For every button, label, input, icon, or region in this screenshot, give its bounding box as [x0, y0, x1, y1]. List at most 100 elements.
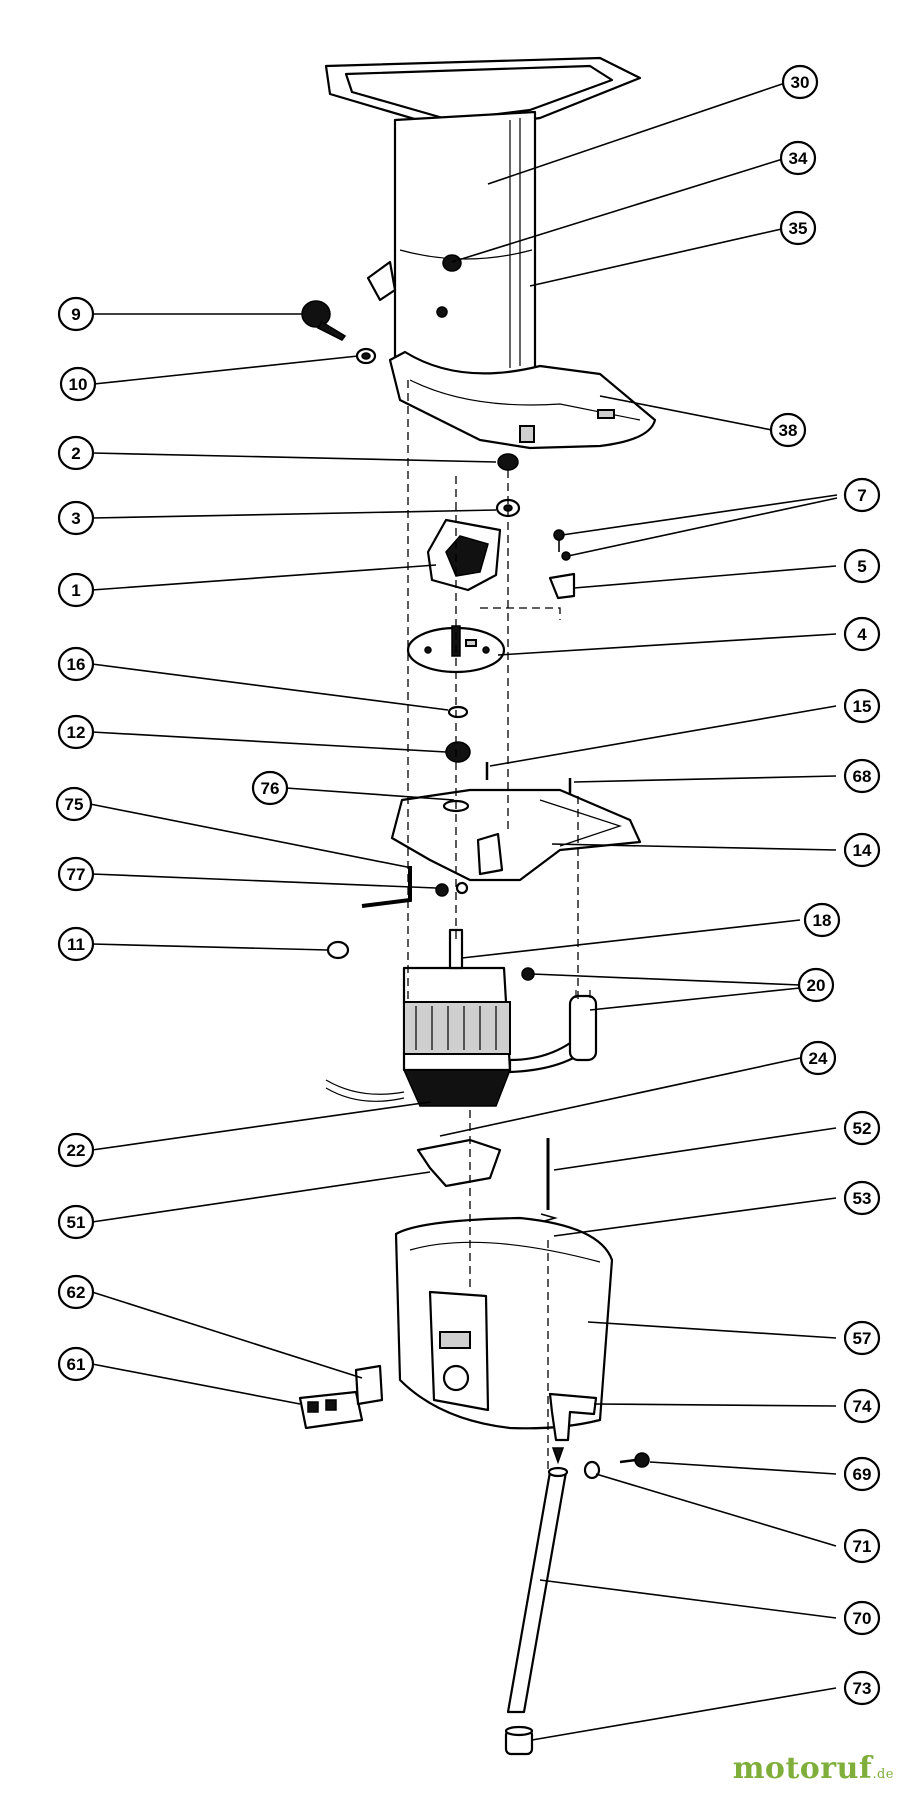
callout-circle [57, 1274, 95, 1310]
part-69-screw [619, 1452, 650, 1468]
part-77-bolt [435, 881, 469, 897]
callout-30: 30 [781, 64, 819, 100]
callout-label: 53 [853, 1189, 872, 1208]
callout-circle [843, 1456, 881, 1492]
watermark-brand: motoruf [732, 1751, 873, 1786]
callout-label: 52 [853, 1119, 872, 1138]
callout-circle [781, 64, 819, 100]
callout-circle [843, 616, 881, 652]
part-57-housing [394, 1216, 614, 1430]
callout-circle [57, 1346, 95, 1382]
callout-circle [779, 210, 817, 246]
callout-label: 2 [71, 444, 80, 463]
callout-label: 16 [67, 655, 86, 674]
callout-circle [843, 832, 881, 868]
callout-circle [843, 1388, 881, 1424]
callout-label: 18 [813, 911, 832, 930]
part-73-end-cap [504, 1725, 534, 1756]
part-10-bushing [355, 347, 377, 365]
callout-circle [57, 926, 95, 962]
callout-61: 61 [57, 1346, 95, 1382]
callout-9: 9 [57, 296, 95, 332]
callout-circle [57, 646, 95, 682]
callout-11: 11 [57, 926, 95, 962]
callout-label: 70 [853, 1609, 872, 1628]
callout-34: 34 [779, 140, 817, 176]
callout-38: 38 [769, 412, 807, 448]
part-9-knob [301, 300, 347, 341]
callout-label: 68 [853, 767, 872, 786]
callout-circle [57, 500, 95, 536]
callout-circle [57, 714, 95, 750]
part-5-bracket [548, 572, 576, 600]
callout-69: 69 [843, 1456, 881, 1492]
part-74-bracket [548, 1392, 598, 1442]
callout-76: 76 [251, 770, 289, 806]
callout-circle [57, 1132, 95, 1168]
callout-label: 73 [853, 1679, 872, 1698]
callout-20: 20 [797, 967, 835, 1003]
callout-label: 34 [789, 149, 808, 168]
callout-circle [843, 477, 881, 513]
callout-label: 5 [857, 557, 866, 576]
part-11-cap [326, 940, 350, 960]
callout-18: 18 [803, 902, 841, 938]
callout-3: 3 [57, 500, 95, 536]
part-16-washer [447, 705, 469, 719]
callout-1: 1 [57, 572, 95, 608]
callout-label: 3 [71, 509, 80, 528]
callout-circle [799, 1040, 837, 1076]
part-62-switch-cover [354, 1364, 384, 1406]
callout-circle [843, 1180, 881, 1216]
callout-circle [843, 1320, 881, 1356]
callout-16: 16 [57, 646, 95, 682]
leader-lines [89, 81, 838, 1741]
callout-label: 61 [67, 1355, 86, 1374]
callout-label: 76 [261, 779, 280, 798]
callout-label: 14 [853, 841, 872, 860]
callout-label: 4 [857, 625, 867, 644]
callout-circle [57, 435, 95, 471]
callout-14: 14 [843, 832, 881, 868]
callout-label: 20 [807, 976, 826, 995]
callout-label: 51 [67, 1213, 86, 1232]
callout-10: 10 [59, 366, 97, 402]
assembly-axes [407, 380, 579, 1470]
callout-22: 22 [57, 1132, 95, 1168]
callout-71: 71 [843, 1528, 881, 1564]
part-1-cutter [426, 518, 502, 592]
callout-bubbles: 3034359103823715416151276687514771118202… [55, 64, 881, 1706]
watermark-suffix: .de [872, 1767, 894, 1782]
callout-4: 4 [843, 616, 881, 652]
part-22-motor [325, 928, 512, 1107]
callout-label: 7 [857, 486, 866, 505]
callout-label: 62 [67, 1283, 86, 1302]
watermark: motoruf.de [733, 1751, 894, 1786]
callout-35: 35 [779, 210, 817, 246]
callout-label: 75 [65, 795, 84, 814]
callout-circle [843, 1110, 881, 1146]
callout-52: 52 [843, 1110, 881, 1146]
callout-label: 74 [853, 1397, 872, 1416]
part-14-cover-plate [390, 788, 642, 882]
part-2-nut [497, 453, 519, 471]
callout-circle [57, 572, 95, 608]
part-61-switch [298, 1390, 364, 1430]
callout-circle [59, 366, 97, 402]
callout-label: 12 [67, 723, 86, 742]
callout-circle [57, 1204, 95, 1240]
callout-label: 11 [67, 935, 85, 954]
part-71-washer [583, 1460, 601, 1480]
callout-label: 15 [853, 697, 872, 716]
part-70-leg-tube [506, 1447, 569, 1714]
callout-label: 57 [853, 1329, 872, 1348]
part-30-hopper [324, 56, 642, 383]
callout-label: 22 [67, 1141, 86, 1160]
callout-57: 57 [843, 1320, 881, 1356]
callout-label: 35 [789, 219, 808, 238]
callout-24: 24 [799, 1040, 837, 1076]
callout-circle [769, 412, 807, 448]
callout-label: 77 [67, 865, 86, 884]
callout-label: 71 [853, 1537, 872, 1556]
